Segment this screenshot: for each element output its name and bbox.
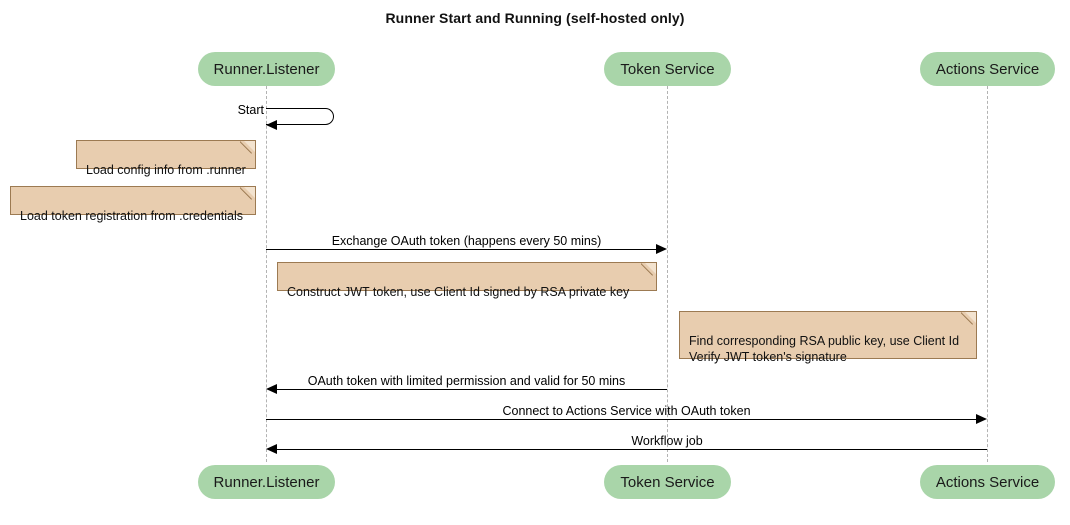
note-text: Load token registration from .credential… [20,209,244,223]
message-line-exchange-oauth-token [266,249,656,250]
message-line-oauth-token-returned [277,389,667,390]
participant-runner-top[interactable]: Runner.Listener [198,52,335,86]
arrow-head-workflow-job [266,443,277,454]
message-label-oauth-token-returned: OAuth token with limited permission and … [307,374,626,388]
participant-runner-bottom[interactable]: Runner.Listener [198,465,335,499]
message-self-loop-start [266,108,334,125]
message-label-connect-actions-service: Connect to Actions Service with OAuth to… [502,404,751,418]
message-line-workflow-job [277,449,987,450]
lifeline-token [667,86,668,462]
note-text: Construct JWT token, use Client Id signe… [287,285,630,299]
note-fold-edge-icon [240,187,255,202]
participant-token-top[interactable]: Token Service [604,52,731,86]
message-label-start: Start [237,103,264,117]
message-label-workflow-job: Workflow job [631,434,703,448]
note-text: Find corresponding RSA public key, use C… [689,334,960,364]
participant-actions-bottom[interactable]: Actions Service [920,465,1055,499]
note-load-token-registration: Load token registration from .credential… [10,186,256,223]
arrow-head-exchange-oauth-token [656,243,667,254]
note-verify-jwt-signature: Find corresponding RSA public key, use C… [679,311,977,364]
lifeline-runner [266,86,267,462]
message-label-exchange-oauth-token: Exchange OAuth token (happens every 50 m… [331,234,602,248]
diagram-title: Runner Start and Running (self-hosted on… [385,10,685,26]
participant-token-bottom[interactable]: Token Service [604,465,731,499]
arrow-head-connect-actions-service [976,413,987,424]
note-fold-edge-icon [641,263,656,278]
note-fold-edge-icon [961,312,976,327]
participant-actions-top[interactable]: Actions Service [920,52,1055,86]
note-construct-jwt-token: Construct JWT token, use Client Id signe… [277,262,657,299]
arrow-head-start [266,119,277,130]
lifeline-actions [987,86,988,462]
arrow-head-oauth-token-returned [266,383,277,394]
participant-label: Runner.Listener [213,60,320,78]
note-fold-edge-icon [240,141,255,156]
message-line-connect-actions-service [266,419,976,420]
participant-label: Runner.Listener [213,473,320,491]
participant-label: Token Service [620,60,715,78]
participant-label: Token Service [620,473,715,491]
note-text: Load config info from .runner [86,163,246,177]
participant-label: Actions Service [935,60,1040,78]
participant-label: Actions Service [935,473,1040,491]
note-load-config: Load config info from .runner [76,140,256,177]
